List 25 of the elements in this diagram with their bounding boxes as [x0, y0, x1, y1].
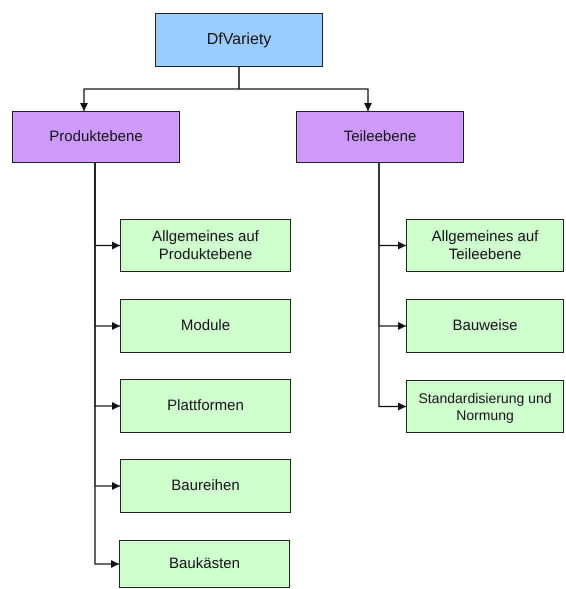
- box-label: DfVariety: [206, 30, 272, 50]
- topic-box: [120, 459, 291, 513]
- root-box: [155, 13, 323, 67]
- connector-arrow: [238, 67, 372, 111]
- category-box: [12, 111, 180, 163]
- topic-box: [120, 379, 291, 433]
- box-label: Produktebene: [48, 128, 144, 146]
- box-label: Module: [180, 317, 232, 335]
- box-label: Baureihen: [170, 477, 241, 495]
- box-label: Standardisierung und Normung: [417, 390, 553, 424]
- category-box: [296, 111, 464, 163]
- box-label: Baukästen: [168, 555, 241, 573]
- box-label: Allgemeines auf Teileebene: [430, 228, 540, 264]
- topic-box: [120, 219, 291, 272]
- topic-box: [120, 299, 291, 353]
- box-label: Allgemeines auf Produktebene: [151, 228, 260, 264]
- connector-arrow: [94, 163, 119, 568]
- topic-box: [406, 219, 564, 272]
- connector-arrow: [378, 163, 406, 410]
- topic-box: [406, 299, 564, 353]
- box-label: Teileebene: [342, 128, 418, 146]
- box-label: Plattformen: [166, 397, 245, 415]
- box-label: Bauweise: [451, 317, 519, 335]
- topic-box: [119, 540, 290, 588]
- topic-box: [406, 380, 564, 433]
